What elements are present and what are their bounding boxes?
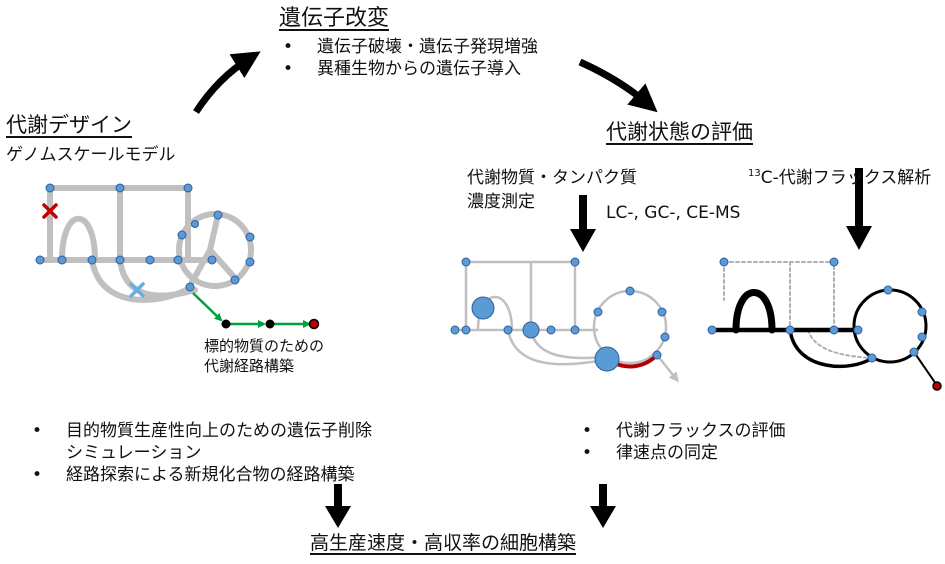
flux-analysis-label: 13C-代謝フラックス解析 xyxy=(748,168,931,188)
down-arrow-flux-analysis xyxy=(846,168,872,250)
design-outcome-continuation: シミュレーション xyxy=(66,443,202,464)
flux-network-nodes xyxy=(707,257,927,363)
concentration-label-2: 濃度測定 xyxy=(467,192,535,212)
concentration-network-nodes xyxy=(450,257,670,372)
gene-modification-item: 遺伝子破壊・遺伝子発現増強 xyxy=(279,36,538,58)
gene-modification-item: 異種生物からの遺伝子導入 xyxy=(279,58,538,80)
arrow-design-to-modification xyxy=(193,51,261,114)
gene-modification-list: 遺伝子破壊・遺伝子発現増強 異種生物からの遺伝子導入 xyxy=(279,36,538,80)
evaluation-outcome-item: 律速点の同定 xyxy=(578,442,786,464)
gene-modification-title: 遺伝子改変 xyxy=(279,6,390,31)
flux-network xyxy=(709,261,937,385)
design-title: 代謝デザイン xyxy=(6,113,132,137)
knockout-red-x xyxy=(42,203,58,219)
down-arrow-eval-result xyxy=(590,484,616,528)
design-outcome-item: 経路探索による新規化合物の経路構築 xyxy=(28,464,372,486)
design-outcome-item: 目的物質生産性向上のための遺伝子削除 xyxy=(28,420,372,442)
flux-analysis-text: C-代謝フラックス解析 xyxy=(760,168,932,188)
new-pathway xyxy=(192,292,320,330)
target-pathway-label-2: 代謝経路構築 xyxy=(204,357,295,375)
design-outcomes-list: 目的物質生産性向上のための遺伝子削除 シミュレーション 経路探索による新規化合物… xyxy=(28,420,372,486)
down-arrow-design-result xyxy=(325,484,351,528)
knockout-blue-x xyxy=(129,282,145,298)
design-network-nodes xyxy=(35,183,255,292)
isotope-superscript: 13 xyxy=(748,168,761,179)
design-network xyxy=(37,185,254,303)
arrow-modification-to-evaluation xyxy=(578,58,658,113)
down-arrow-concentration xyxy=(570,195,596,252)
evaluation-outcomes-list: 代謝フラックスの評価 律速点の同定 xyxy=(578,420,786,464)
evaluation-title: 代謝状態の評価 xyxy=(606,120,753,144)
design-subtitle: ゲノムスケールモデル xyxy=(6,145,176,165)
concentration-label-1: 代謝物質・タンパク質 xyxy=(467,168,637,188)
evaluation-outcome-item: 代謝フラックスの評価 xyxy=(578,420,786,442)
target-pathway-label-1: 標的物質のための xyxy=(204,337,325,355)
ms-methods-label: LC-, GC-, CE-MS xyxy=(606,203,741,223)
result-title: 高生産速度・高収率の細胞構築 xyxy=(310,532,577,554)
flux-product-node xyxy=(932,381,942,391)
